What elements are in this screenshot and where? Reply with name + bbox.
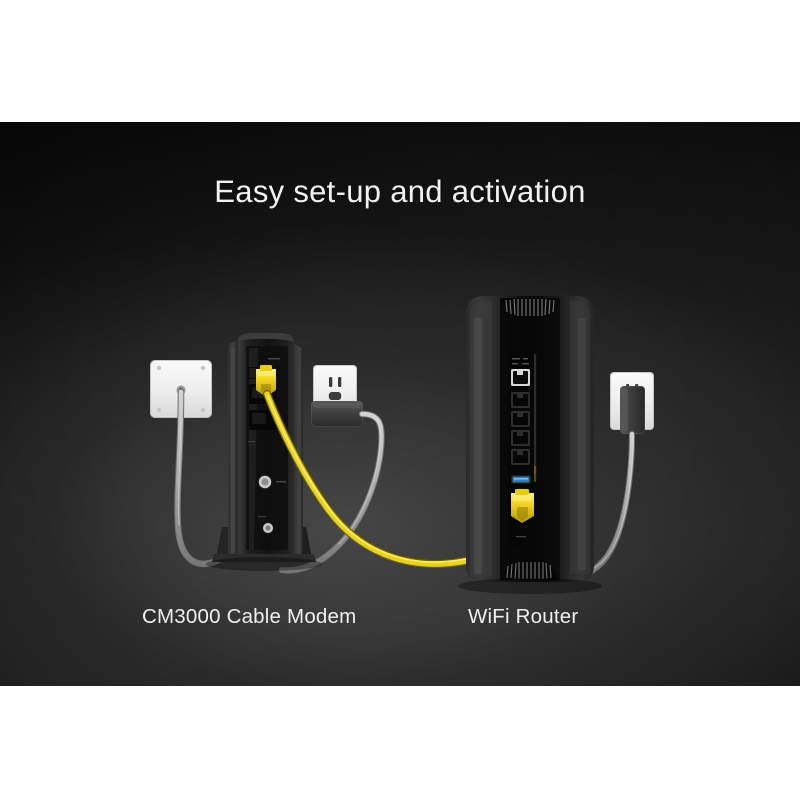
router-usb-port [511,475,531,484]
power-adapter-left [311,401,363,427]
product-diagram [150,296,654,594]
router-wan-port [511,369,530,386]
router-bottom-vent [502,560,558,580]
router-ethernet-plug [511,489,534,523]
device-label-wifi-router: WiFi Router [468,605,579,628]
cable-modem-device [212,333,316,562]
router-top-vent [502,298,558,318]
device-label-cable-modem: CM3000 Cable Modem [142,605,357,628]
hero-panel: Easy set-up and activation CM3000 Cable … [0,122,800,686]
modem-power-cable [278,410,385,574]
page-title: Easy set-up and activation [214,174,586,209]
power-adapter-right [620,386,645,434]
wifi-router-device [466,296,594,582]
panel-background [0,122,800,686]
router-port-icons [512,358,529,365]
router-lan-ports [511,392,530,465]
